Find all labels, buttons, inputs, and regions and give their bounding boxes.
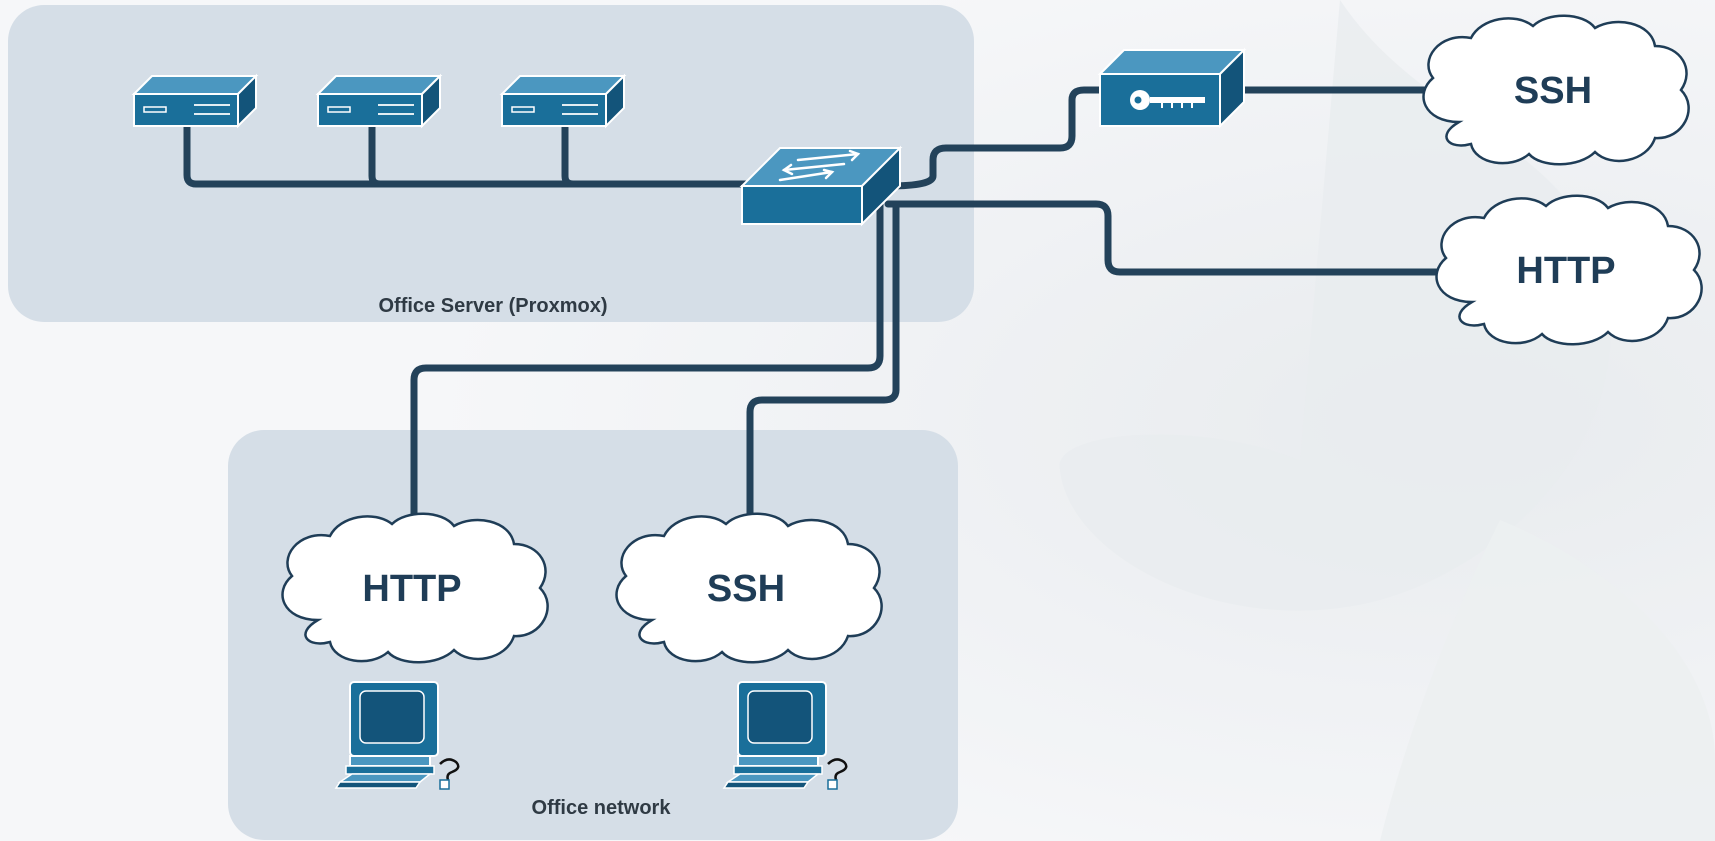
link-vm2-bus xyxy=(368,121,384,188)
link-switch-office-ssh xyxy=(746,200,900,519)
background-shape xyxy=(1380,520,1715,841)
link-switch-http xyxy=(884,200,1444,276)
links xyxy=(183,86,1444,519)
office-server-zone-label: Office Server (Proxmox) xyxy=(379,295,608,317)
key-device-icon xyxy=(1097,47,1247,129)
ssh-external-label: SSH xyxy=(1514,70,1592,112)
link-vm1-switch xyxy=(183,121,764,188)
http-external-label: HTTP xyxy=(1516,250,1615,292)
switch-icon xyxy=(739,145,903,227)
http-office-cloud: HTTP xyxy=(281,512,549,664)
background-shape xyxy=(1059,0,1611,611)
link-switch-vpn xyxy=(884,86,1114,190)
link-switch-office-http xyxy=(410,200,884,519)
ssh-office-label: SSH xyxy=(707,568,785,610)
ssh-external-cloud: SSH xyxy=(1422,14,1690,166)
http-office-label: HTTP xyxy=(362,568,461,610)
server-icon xyxy=(501,75,625,127)
server-icon xyxy=(133,75,257,127)
office-network-zone-label: Office network xyxy=(532,797,672,819)
server-icon xyxy=(317,75,441,127)
ssh-office-cloud: SSH xyxy=(615,512,883,664)
link-vm3-bus xyxy=(561,121,577,188)
http-external-cloud: HTTP xyxy=(1435,194,1703,346)
